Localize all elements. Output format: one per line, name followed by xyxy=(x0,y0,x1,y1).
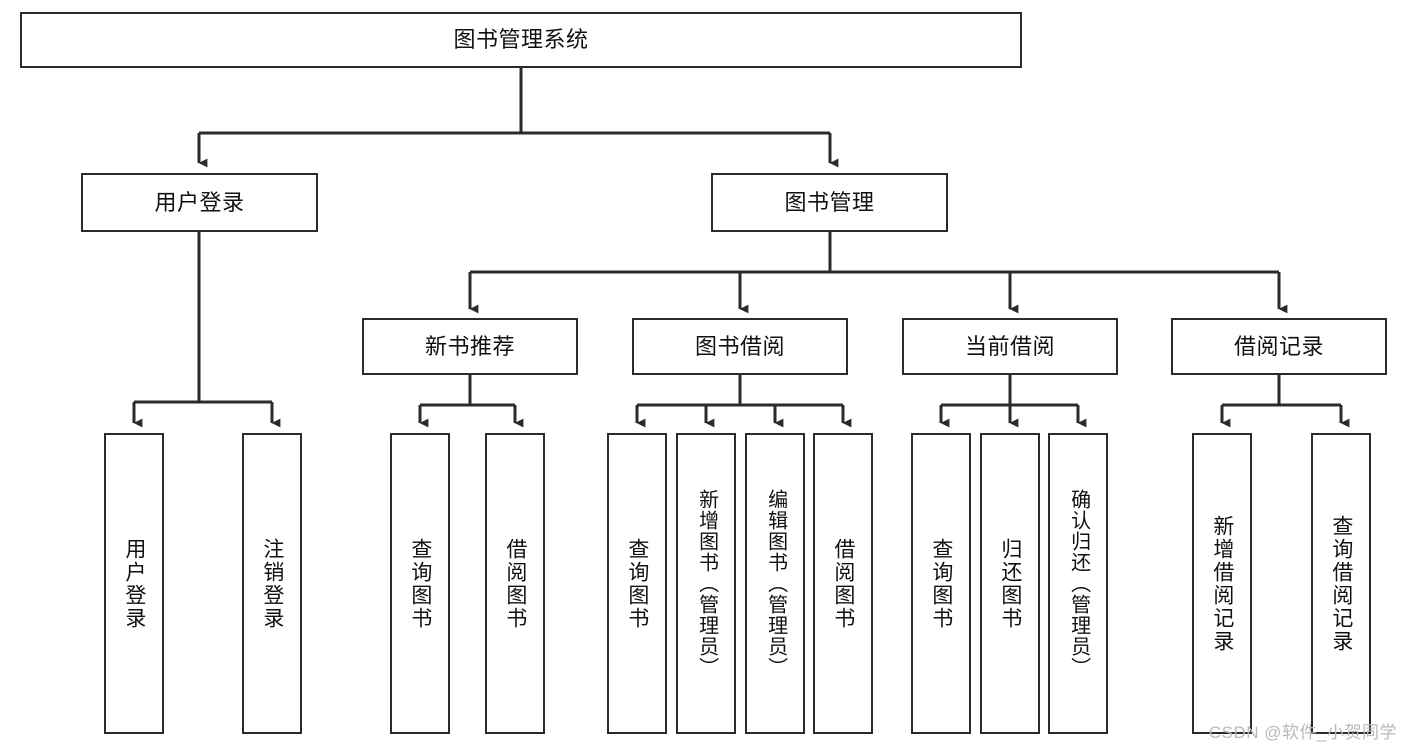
node-leaf-query-book-2-label: 查询图书 xyxy=(625,537,649,630)
node-leaf-query-book-2[interactable]: 查询图书 xyxy=(607,433,667,734)
node-leaf-borrow-book-1-label: 借阅图书 xyxy=(503,537,527,630)
node-book-borrow[interactable]: 图书借阅 xyxy=(632,318,848,375)
node-book-manage-label: 图书管理 xyxy=(784,189,875,215)
node-leaf-return-book-label: 归还图书 xyxy=(998,537,1022,630)
node-leaf-borrow-book-1[interactable]: 借阅图书 xyxy=(485,433,545,734)
node-new-book-recommend[interactable]: 新书推荐 xyxy=(362,318,578,375)
node-leaf-logout-login-label: 注销登录 xyxy=(260,537,284,630)
node-leaf-query-book-3[interactable]: 查询图书 xyxy=(911,433,971,734)
node-leaf-borrow-book-2[interactable]: 借阅图书 xyxy=(813,433,873,734)
node-leaf-edit-book-label: 编辑图书（管理员） xyxy=(764,489,787,678)
node-leaf-user-login-label: 用户登录 xyxy=(122,537,146,630)
node-new-book-recommend-label: 新书推荐 xyxy=(424,333,515,359)
node-user-login[interactable]: 用户登录 xyxy=(81,173,318,232)
node-book-borrow-label: 图书借阅 xyxy=(694,333,785,359)
node-borrow-record[interactable]: 借阅记录 xyxy=(1171,318,1387,375)
node-current-borrow-label: 当前借阅 xyxy=(964,333,1055,359)
node-borrow-record-label: 借阅记录 xyxy=(1233,333,1324,359)
node-leaf-query-book-1-label: 查询图书 xyxy=(408,537,432,630)
node-current-borrow[interactable]: 当前借阅 xyxy=(902,318,1118,375)
node-leaf-add-record[interactable]: 新增借阅记录 xyxy=(1192,433,1252,734)
node-leaf-edit-book[interactable]: 编辑图书（管理员） xyxy=(745,433,805,734)
node-leaf-logout-login[interactable]: 注销登录 xyxy=(242,433,302,734)
node-book-manage[interactable]: 图书管理 xyxy=(711,173,948,232)
node-leaf-add-book-label: 新增图书（管理员） xyxy=(695,489,718,678)
node-user-login-label: 用户登录 xyxy=(154,189,245,215)
node-leaf-query-record[interactable]: 查询借阅记录 xyxy=(1311,433,1371,734)
node-leaf-return-book[interactable]: 归还图书 xyxy=(980,433,1040,734)
watermark-text: CSDN @软件_小贺同学 xyxy=(1208,723,1397,742)
node-leaf-borrow-book-2-label: 借阅图书 xyxy=(831,537,855,630)
node-leaf-user-login[interactable]: 用户登录 xyxy=(104,433,164,734)
node-root-label: 图书管理系统 xyxy=(453,27,589,53)
node-leaf-query-book-3-label: 查询图书 xyxy=(929,537,953,630)
node-leaf-add-record-label: 新增借阅记录 xyxy=(1210,514,1234,653)
node-root[interactable]: 图书管理系统 xyxy=(20,12,1022,68)
node-leaf-query-record-label: 查询借阅记录 xyxy=(1329,514,1353,653)
node-leaf-query-book-1[interactable]: 查询图书 xyxy=(390,433,450,734)
node-leaf-confirm-return-label: 确认归还（管理员） xyxy=(1067,489,1090,678)
node-leaf-confirm-return[interactable]: 确认归还（管理员） xyxy=(1048,433,1108,734)
node-leaf-add-book[interactable]: 新增图书（管理员） xyxy=(676,433,736,734)
